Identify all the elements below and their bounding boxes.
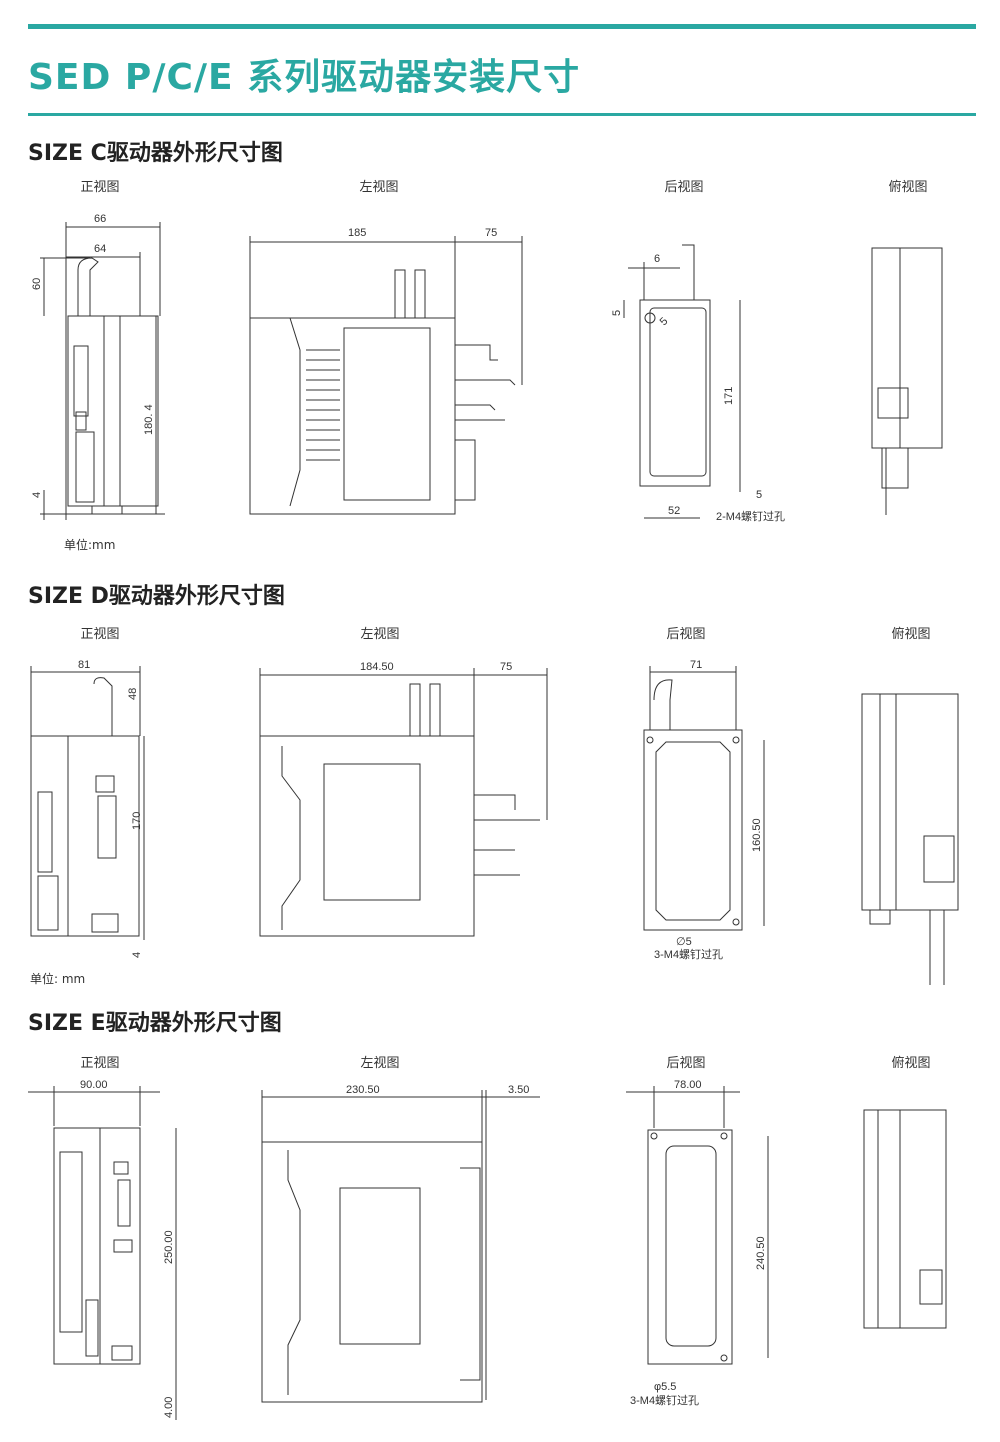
dim-text: 75 xyxy=(485,227,497,239)
view-label-left: 左视图 xyxy=(360,627,400,642)
dim-text: 75 xyxy=(500,661,512,673)
dim-text: 6 xyxy=(654,253,660,265)
header-bottom-rule xyxy=(28,113,976,116)
size-d-front-view: 81 48 170 4 xyxy=(30,659,145,958)
dim-text: 90.00 xyxy=(80,1079,108,1091)
section-title-size-c: SIZE C驱动器外形尺寸图 xyxy=(28,141,283,166)
view-label-left: 左视图 xyxy=(359,180,399,195)
dim-text: 4.00 xyxy=(163,1397,175,1418)
dim-text: 5 xyxy=(611,310,623,316)
dim-text: 52 xyxy=(668,505,680,517)
page-title: SED P/C/E 系列驱动器安装尺寸 xyxy=(28,57,581,98)
view-label-top: 俯视图 xyxy=(888,180,928,195)
dim-text: 230.50 xyxy=(346,1084,380,1096)
view-label-back: 后视图 xyxy=(664,180,704,195)
size-d-back-view: 71 160.50 ∅5 3-M4螺钉过孔 xyxy=(643,659,765,961)
view-label-front: 正视图 xyxy=(80,627,120,642)
dim-text: 64 xyxy=(94,243,106,255)
dim-text: 170 xyxy=(131,812,143,830)
dim-text: φ5.5 xyxy=(654,1381,676,1393)
size-e-back-view: 78.00 240.50 φ5.5 3-M4螺钉过孔 xyxy=(626,1079,769,1407)
dim-text: 240.50 xyxy=(755,1236,767,1270)
dim-text: 3.50 xyxy=(508,1084,529,1096)
section-title-size-e: SIZE E驱动器外形尺寸图 xyxy=(28,1011,282,1036)
size-c-front-view: 66 64 60 180. 4 4 xyxy=(31,213,165,520)
size-c-back-view: 6 5 5 171 5 52 2-M4螺钉过孔 xyxy=(611,244,785,523)
view-label-back: 后视图 xyxy=(666,1056,706,1071)
size-d-left-view: 184.50 75 xyxy=(259,661,548,937)
dim-text: ∅5 xyxy=(676,936,692,948)
unit-note: 单位: mm xyxy=(30,972,86,986)
section-title-size-d: SIZE D驱动器外形尺寸图 xyxy=(28,584,285,609)
size-c-top-view xyxy=(871,247,943,515)
dim-text: 48 xyxy=(127,688,139,700)
screw-note: 2-M4螺钉过孔 xyxy=(716,510,785,523)
screw-note: 3-M4螺钉过孔 xyxy=(630,1394,699,1407)
size-e-left-view: 230.50 3.50 xyxy=(261,1084,540,1403)
dim-text: 171 xyxy=(723,387,735,405)
dim-text: 81 xyxy=(78,659,90,671)
dim-text: 5 xyxy=(658,315,671,328)
dim-text: 180. 4 xyxy=(143,404,155,435)
size-e-top-view xyxy=(863,1109,947,1329)
view-label-front: 正视图 xyxy=(80,180,120,195)
dim-text: 184.50 xyxy=(360,661,394,673)
dim-text: 66 xyxy=(94,213,106,225)
unit-note: 单位:mm xyxy=(64,538,116,552)
dim-text: 250.00 xyxy=(163,1230,175,1264)
size-c-left-view: 185 75 xyxy=(249,227,523,515)
view-label-top: 俯视图 xyxy=(891,627,931,642)
dim-text: 185 xyxy=(348,227,366,239)
size-d-top-view xyxy=(861,693,959,985)
dim-text: 160.50 xyxy=(751,818,763,852)
dim-text: 5 xyxy=(756,489,762,501)
view-label-top: 俯视图 xyxy=(891,1056,931,1071)
view-label-left: 左视图 xyxy=(360,1056,400,1071)
dim-text: 71 xyxy=(690,659,702,671)
dim-text: 4 xyxy=(31,492,43,498)
dim-text: 78.00 xyxy=(674,1079,702,1091)
size-e-front-view: 90.00 250.00 4.00 xyxy=(28,1079,177,1420)
screw-note: 3-M4螺钉过孔 xyxy=(654,948,723,961)
header-top-rule xyxy=(28,24,976,29)
dim-text: 4 xyxy=(131,952,143,958)
view-label-back: 后视图 xyxy=(666,627,706,642)
dim-text: 60 xyxy=(31,278,43,290)
view-label-front: 正视图 xyxy=(80,1056,120,1071)
